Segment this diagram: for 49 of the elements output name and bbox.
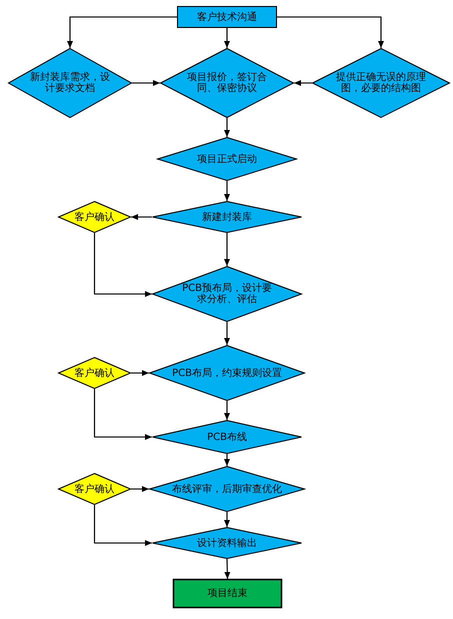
- step-label: 新建封装库: [201, 212, 253, 222]
- step-label: 项目正式启动: [196, 154, 258, 164]
- decision-diamond: [157, 137, 297, 181]
- arrow: [224, 28, 230, 48]
- step-label: 新封装库需求，设计要求文档: [30, 72, 110, 94]
- arrow: [224, 558, 230, 580]
- step-label: PCB布局，约束规则设置: [171, 368, 283, 378]
- step-label: 布线评审，后期审查优化: [171, 484, 283, 494]
- arrow: [224, 181, 230, 201]
- decision-diamond: [8, 48, 132, 118]
- process-box: [177, 6, 277, 28]
- step-label: 设计资料输出: [196, 538, 258, 548]
- arrow: [94, 505, 152, 546]
- decision-diamond: [152, 420, 302, 454]
- arrow: [67, 16, 177, 48]
- arrow: [224, 118, 230, 137]
- decision-diamond: [152, 201, 302, 233]
- step-label: 客户技术沟通: [196, 12, 258, 22]
- arrow: [94, 389, 152, 440]
- arrow: [131, 214, 152, 220]
- arrow: [224, 322, 230, 345]
- decision-diamond: [152, 527, 302, 559]
- arrow: [94, 233, 152, 297]
- step-label: 项目报价，签订合同、保密协议: [187, 72, 267, 94]
- decision-diamond: [149, 466, 305, 512]
- step-label: 项目结束: [206, 588, 248, 599]
- decision-diamond: [58, 473, 131, 505]
- decision-diamond: [149, 345, 305, 401]
- step-label: PCB预布局，设计要求分析、评估: [182, 283, 272, 305]
- arrow: [131, 370, 149, 376]
- arrow: [224, 454, 230, 466]
- end-box: [173, 579, 282, 608]
- arrow: [224, 233, 230, 266]
- decision-diamond: [312, 48, 450, 118]
- step-label: 提供正确无误的原理图，必要的结构图: [336, 72, 426, 94]
- decision-diamond: [58, 357, 131, 389]
- step-label: 客户确认: [74, 212, 116, 222]
- arrow: [132, 80, 160, 86]
- decision-diamond: [58, 201, 131, 233]
- step-label: 客户确认: [74, 484, 116, 494]
- arrow: [131, 486, 149, 492]
- decision-diamond: [152, 266, 302, 322]
- arrow: [224, 401, 230, 420]
- step-label: PCB布线: [206, 432, 248, 442]
- step-label: 客户确认: [74, 368, 116, 378]
- arrow: [294, 80, 312, 86]
- decision-diamond: [160, 48, 294, 118]
- arrow: [277, 16, 384, 48]
- arrow: [224, 512, 230, 527]
